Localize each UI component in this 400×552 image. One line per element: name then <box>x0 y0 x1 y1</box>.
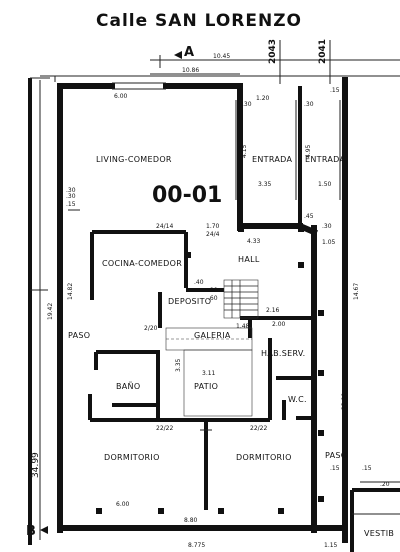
dim-22-22-a: 22/22 <box>156 425 173 432</box>
dim-2-00: 2.00 <box>272 321 286 328</box>
dim-1-15: 1.15 <box>324 542 338 549</box>
dim-1-50: 1.50 <box>318 181 332 188</box>
dim-14-82: 14.82 <box>67 283 74 300</box>
dim-8-80: 8.80 <box>184 517 198 524</box>
outer-walls <box>28 77 348 545</box>
dim-1-20: 1.20 <box>256 95 270 102</box>
dim-24-4: 24/4 <box>206 231 220 238</box>
dim-1-48: 1.48 <box>236 323 250 330</box>
dim-15-a: .15 <box>330 87 340 94</box>
top-dimension: A 10.45 10.86 <box>40 40 400 84</box>
dim-2-16: 2.16 <box>266 307 280 314</box>
dim-20: .20 <box>380 481 390 488</box>
right-annex <box>350 481 400 552</box>
dim-2-20: 2/20 <box>144 325 158 332</box>
dim-3-35: 3.35 <box>258 181 272 188</box>
dim-15-c: .15 <box>362 465 372 472</box>
dim-15-b: .15 <box>330 465 340 472</box>
left-dimension <box>30 77 50 540</box>
dim-60: .60 <box>208 295 218 302</box>
room-hall: HALL <box>238 255 260 264</box>
dim-4-33: 4.33 <box>247 238 261 245</box>
dim-30-a: .30 <box>242 101 252 108</box>
room-deposito: DEPOSITO <box>168 297 211 306</box>
room-living-comedor: LIVING-COMEDOR <box>96 155 172 164</box>
street-name: Calle SAN LORENZO <box>96 11 302 31</box>
dim-24-14: 24/14 <box>156 223 173 230</box>
dim-90: .90 <box>208 287 218 294</box>
street-number-2041: 2041 <box>318 39 328 64</box>
dim-40: .40 <box>194 279 204 286</box>
room-entrada-1: ENTRADA <box>252 155 292 164</box>
stairs <box>223 279 259 319</box>
room-galeria: GALERIA <box>194 331 231 340</box>
dim-1-70: 1.70 <box>206 223 220 230</box>
room-vestib: VESTIB <box>364 529 394 538</box>
room-paso-2: PASO <box>325 451 347 460</box>
dim-8-775: 8.775 <box>188 542 205 549</box>
dim-3-11: 3.11 <box>202 370 216 377</box>
marker-b: B <box>26 524 36 539</box>
living-window <box>112 82 166 90</box>
room-entrada-2: ENTRADA <box>305 155 345 164</box>
dim-1-05: 1.05 <box>322 239 336 246</box>
room-dormitorio-1: DORMITORIO <box>104 453 160 462</box>
patio-frame <box>165 327 253 417</box>
marker-a: A <box>184 45 194 60</box>
dim-3-35-b: 3.35 <box>175 358 182 372</box>
dim-19-42: 19.42 <box>47 303 54 320</box>
dim-10-45: 10.45 <box>213 53 230 60</box>
room-patio: PATIO <box>194 382 218 391</box>
dim-34-99: 34.99 <box>31 452 41 478</box>
room-cocina-comedor: COCINA-COMEDOR <box>102 259 182 268</box>
dim-45: .45 <box>304 213 314 220</box>
room-bano: BAÑO <box>116 381 140 391</box>
room-paso-1: PASO <box>68 331 90 340</box>
dim-15-d: .15 <box>66 201 76 208</box>
marker-b-arrow <box>40 526 48 534</box>
street-number-2043: 2043 <box>268 39 278 64</box>
dim-4-15: 4.15 <box>241 144 248 158</box>
columns <box>96 226 324 514</box>
room-wc: W.C. <box>288 395 307 404</box>
dim-6-00-b: 6.00 <box>116 501 130 508</box>
dim-30-d: .30 <box>66 187 76 194</box>
dim-14-67: 14.67 <box>353 283 360 300</box>
dim-4-95: 4.95 <box>305 144 312 158</box>
dim-30-b: .30 <box>304 101 314 108</box>
dim-30-c: .30 <box>66 193 76 200</box>
dim-30-e: .30 <box>322 223 332 230</box>
room-hab-serv: HAB.SERV. <box>261 349 305 358</box>
unit-code: 00-01 <box>152 183 222 208</box>
room-dormitorio-2: DORMITORIO <box>236 453 292 462</box>
door-marks <box>68 100 341 431</box>
dim-23-00: 23.00 <box>341 393 348 410</box>
dim-10-86: 10.86 <box>182 67 199 74</box>
dim-6-00: 6.00 <box>114 93 128 100</box>
dim-22-22-b: 22/22 <box>250 425 267 432</box>
